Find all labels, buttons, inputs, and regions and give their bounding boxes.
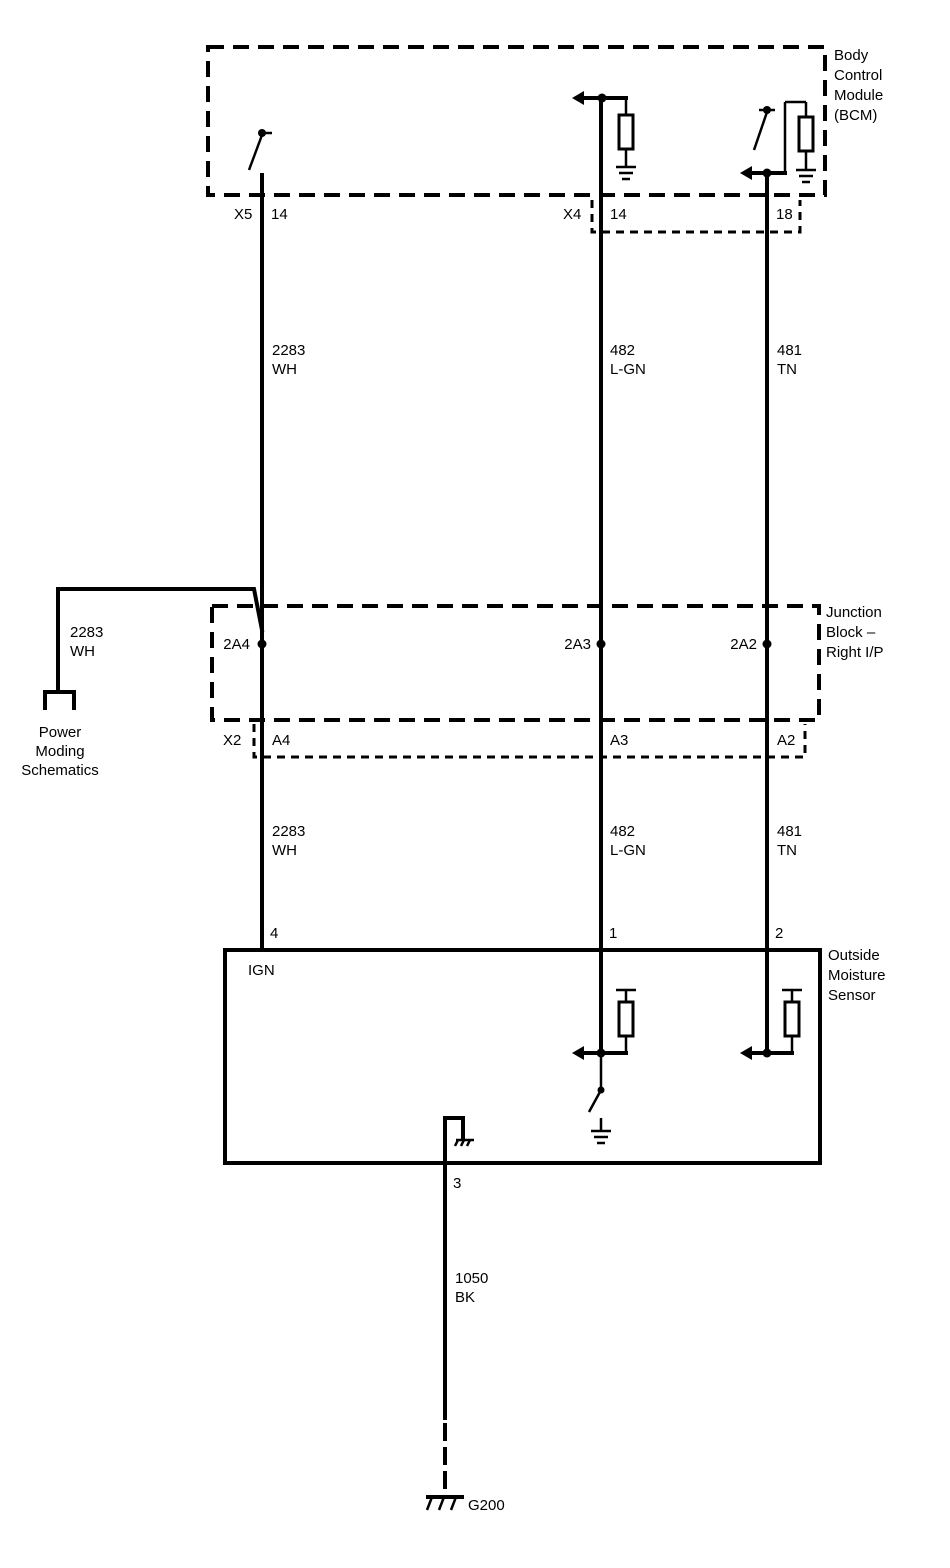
- sensor-pin-1: 1: [609, 925, 617, 942]
- chassis-ground-icon: [425, 1495, 464, 1511]
- bcm-pin-x4-14: 14: [610, 206, 627, 223]
- power-moding-line-1: Power: [39, 724, 82, 741]
- bcm-name-line-2: Control: [834, 67, 882, 84]
- wire-481-upper-color: TN: [777, 361, 797, 378]
- power-moding-line-3: Schematics: [21, 762, 99, 779]
- wire-481-upper-circuit: 481: [777, 342, 802, 359]
- sensor-pin-3: 3: [453, 1175, 461, 1192]
- junction-block-name-line-2: Block –: [826, 624, 876, 641]
- bcm-name-line-1: Body: [834, 47, 869, 64]
- junction-pin-a3: A3: [610, 732, 628, 749]
- power-moding-connector-icon: [43, 690, 76, 710]
- wire-481-lower-circuit: 481: [777, 823, 802, 840]
- ground-point-g200: G200: [468, 1497, 505, 1514]
- wire-2283-branch-color: WH: [70, 643, 95, 660]
- bcm-connector-x4: X4: [563, 206, 581, 223]
- junction-block-name-line-1: Junction: [826, 604, 882, 621]
- wire-482-upper-color: L-GN: [610, 361, 646, 378]
- wire-2283-upper-circuit: 2283: [272, 342, 305, 359]
- bcm-x4-pulldown-icon: [572, 91, 636, 181]
- bcm-x4-18-switch-icon: [740, 100, 816, 184]
- junction-x2-connector-outline: [252, 724, 807, 759]
- junction-terminal-2a3: 2A3: [564, 636, 591, 653]
- power-moding-line-2: Moding: [35, 743, 84, 760]
- wire-2283-lower-circuit: 2283: [272, 823, 305, 840]
- sensor-signal-switch-icon: [587, 1057, 611, 1145]
- bcm-module: Body Control Module (BCM): [206, 45, 883, 197]
- wire-1050-circuit: 1050: [455, 1270, 488, 1287]
- bcm-pin-x4-18: 18: [776, 206, 793, 223]
- sensor-ign-label: IGN: [248, 962, 275, 979]
- sensor-signal-pullup-icon: [572, 988, 636, 1060]
- wire-482-upper-circuit: 482: [610, 342, 635, 359]
- bcm-pin-x5-14: 14: [271, 206, 288, 223]
- bcm-name-line-3: Module: [834, 87, 883, 104]
- junction-connector-x2: X2: [223, 732, 241, 749]
- sensor-name-line-2: Moisture: [828, 967, 886, 984]
- bcm-x5-switch-icon: [247, 129, 272, 171]
- wire-2283-branch: [56, 587, 265, 694]
- outside-moisture-sensor: Outside Moisture Sensor IGN: [223, 947, 886, 1165]
- wire-1050-color: BK: [455, 1289, 475, 1306]
- wire-482-lower-circuit: 482: [610, 823, 635, 840]
- sensor-pin-2: 2: [775, 925, 783, 942]
- junction-pin-a4: A4: [272, 732, 290, 749]
- junction-block: Junction Block – Right I/P 2A4 2A3 2A2: [210, 604, 884, 722]
- wire-482-lower-color: L-GN: [610, 842, 646, 859]
- wire-2283-upper-color: WH: [272, 361, 297, 378]
- wire-2283-branch-circuit: 2283: [70, 624, 103, 641]
- junction-block-name-line-3: Right I/P: [826, 644, 884, 661]
- bcm-outline: [206, 45, 827, 197]
- wire-481-lower-color: TN: [777, 842, 797, 859]
- sensor-name-line-1: Outside: [828, 947, 880, 964]
- bcm-x4-connector-outline: [590, 200, 802, 234]
- wire-2283-lower-color: WH: [272, 842, 297, 859]
- sensor-ref-pullup-icon: [740, 988, 802, 1060]
- junction-block-outline: [210, 604, 821, 722]
- sensor-case-ground-icon: [443, 1116, 474, 1165]
- junction-terminal-2a4: 2A4: [223, 636, 250, 653]
- sensor-pin-4: 4: [270, 925, 278, 942]
- sensor-name-line-3: Sensor: [828, 987, 876, 1004]
- junction-terminal-2a2: 2A2: [730, 636, 757, 653]
- bcm-connector-x5: X5: [234, 206, 252, 223]
- bcm-name-line-4: (BCM): [834, 107, 877, 124]
- junction-pin-a2: A2: [777, 732, 795, 749]
- sensor-outline: [223, 948, 822, 1165]
